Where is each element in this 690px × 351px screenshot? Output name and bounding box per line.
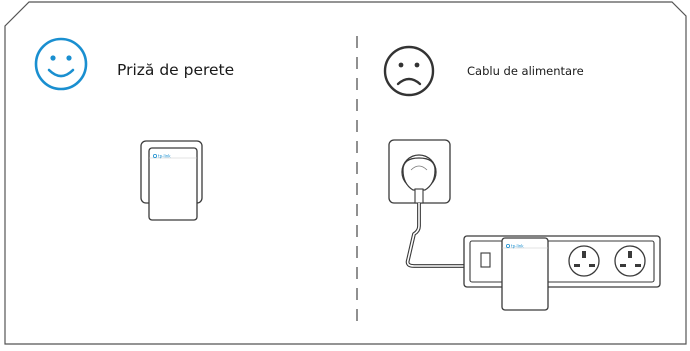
brand-logo-icon <box>152 153 157 158</box>
sad-face-icon <box>383 45 435 97</box>
wall-socket <box>388 139 451 204</box>
wall-mounted-adapter: tp-link <box>140 140 203 221</box>
label-power-cable: Cablu de alimentare <box>467 64 584 78</box>
outer-frame <box>4 1 687 345</box>
adapter-body <box>148 147 198 221</box>
label-wall-outlet: Priză de perete <box>117 61 235 79</box>
strip-switch <box>480 252 491 268</box>
strip-socket-1 <box>568 245 600 277</box>
brand-logo-icon <box>505 243 510 248</box>
power-plug <box>402 157 436 191</box>
strip-mounted-adapter: tp-link <box>501 237 549 311</box>
power-cable <box>405 203 470 268</box>
happy-face-icon <box>34 37 88 91</box>
brand-text-right: tp-link <box>511 244 524 249</box>
brand-text-left: tp-link <box>158 154 171 159</box>
strip-socket-2 <box>614 245 646 277</box>
power-strip <box>463 235 661 288</box>
